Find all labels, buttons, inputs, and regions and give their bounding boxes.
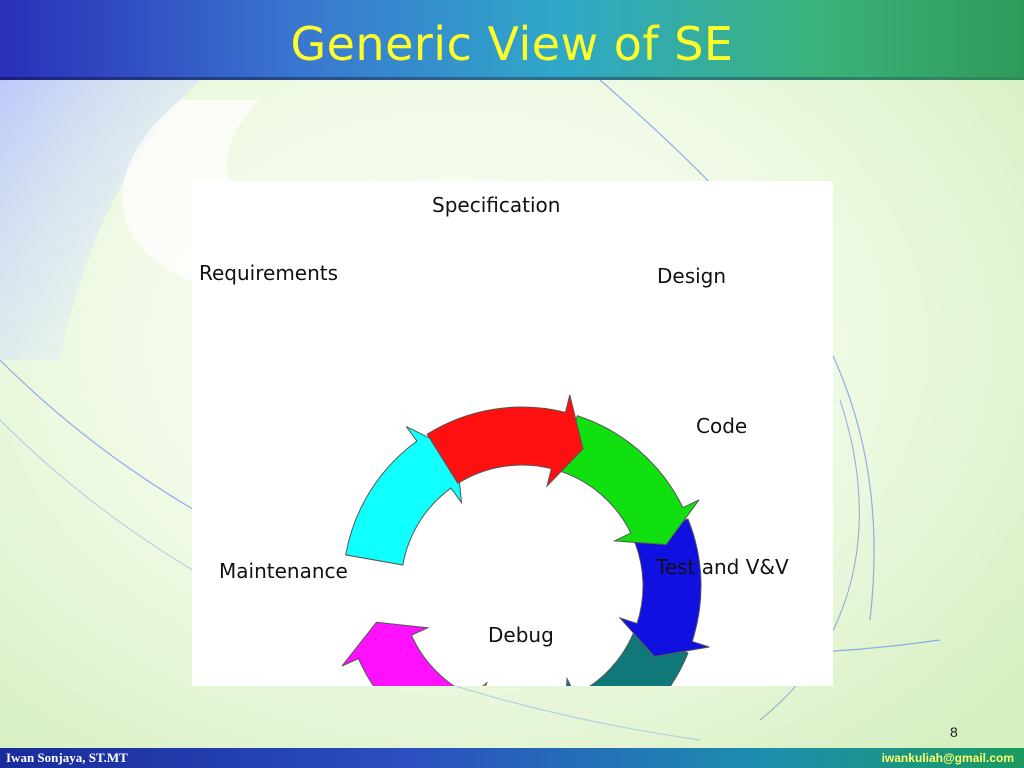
stage-arrow-code (618, 518, 710, 657)
stage-label-test: Test and V&V (656, 555, 789, 579)
page-number: 8 (950, 724, 958, 740)
stage-arrow-specification (426, 394, 584, 488)
title-bar (0, 0, 1024, 80)
footer-bar: Iwan Sonjaya, ST.MT iwankuliah@gmail.com (0, 748, 1024, 768)
stage-arrow-design (558, 415, 700, 546)
cycle-diagram (341, 394, 710, 686)
slide-title: Generic View of SE (290, 17, 734, 71)
footer-author: Iwan Sonjaya, ST.MT (6, 750, 128, 765)
stage-arrow-maintenance (341, 621, 455, 686)
stage-label-debug: Debug (488, 623, 554, 647)
stage-label-design: Design (657, 264, 727, 288)
stage-label-requirements: Requirements (199, 261, 339, 285)
stage-label-code: Code (696, 414, 748, 438)
stage-arrow-debug (482, 681, 488, 686)
stage-label-specification: Specification (432, 193, 561, 217)
stage-label-maintenance: Maintenance (219, 559, 348, 583)
footer-email: iwankuliah@gmail.com (881, 751, 1014, 765)
